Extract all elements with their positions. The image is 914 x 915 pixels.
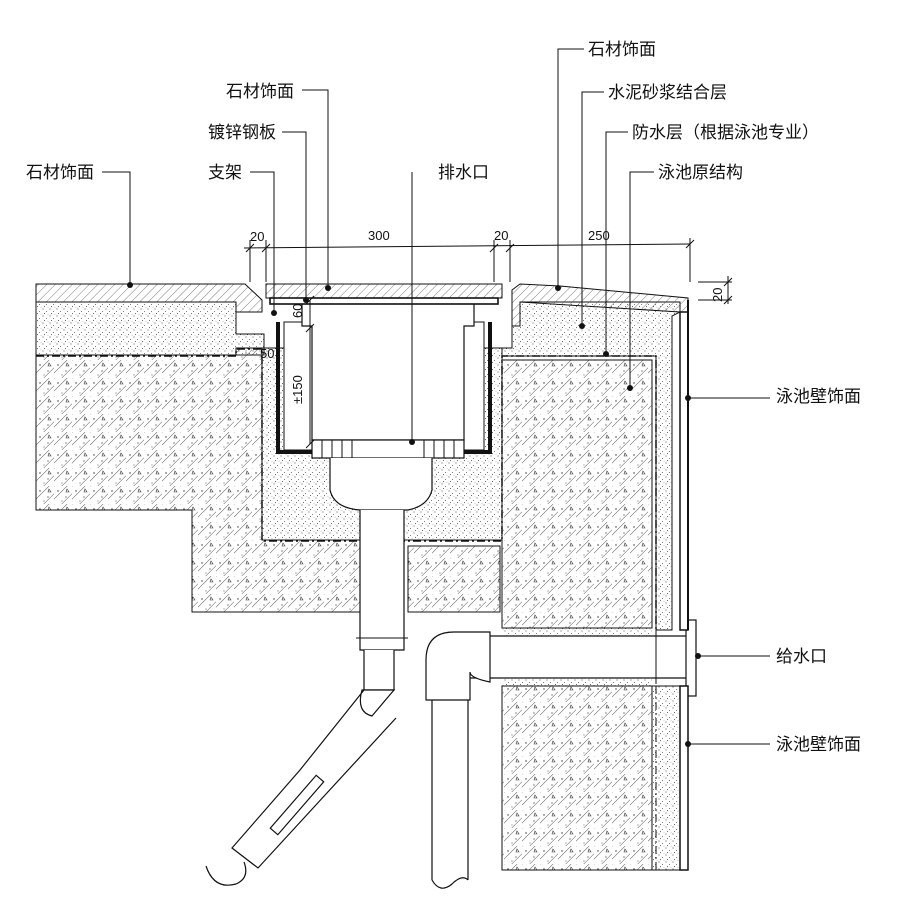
dim-250: 250 <box>588 228 610 243</box>
supply-pipe-horizontal <box>470 635 691 679</box>
dim-20-left: 20 <box>250 229 264 244</box>
label-pool-wall-finish-lower: 泳池壁饰面 <box>776 735 861 755</box>
leader-lines <box>102 48 770 745</box>
dim-20-vertical: 20 <box>710 288 725 302</box>
galvanized-strip <box>269 297 499 305</box>
pipe-break-right <box>431 877 469 889</box>
pipe-break-left <box>205 861 247 886</box>
label-waterproof-layer: 防水层（根据泳池专业） <box>632 123 819 143</box>
drain-bowl <box>329 458 433 511</box>
drain-pipe-elbow <box>363 650 395 691</box>
dim-20-right: 20 <box>494 228 508 243</box>
label-pool-wall-finish-upper: 泳池壁饰面 <box>776 387 861 407</box>
label-pool-original-structure: 泳池原结构 <box>658 163 743 183</box>
supply-pipe-elbow <box>425 631 491 701</box>
drain-pipe-vertical <box>359 510 405 651</box>
dim-50: 50 <box>260 346 274 361</box>
drain-grate <box>311 439 465 459</box>
label-stone-finish-left: 石材饰面 <box>26 163 94 183</box>
label-drain-outlet: 排水口 <box>438 163 489 183</box>
label-water-supply-inlet: 给水口 <box>776 647 827 667</box>
leader-dots <box>127 282 701 747</box>
pipe-flange <box>269 774 325 836</box>
label-stone-finish-right: 石材饰面 <box>588 40 656 60</box>
pool-wall-finish-lower <box>679 685 689 871</box>
middle-structure-concrete <box>407 545 501 613</box>
right-structure-upper <box>501 359 653 629</box>
pool-wall-finish <box>679 311 689 631</box>
label-bracket: 支架 <box>208 163 242 183</box>
label-galvanized-steel-plate: 镀锌钢板 <box>208 123 276 143</box>
left-mortar-bed <box>35 301 265 356</box>
supply-inlet-cap <box>685 619 697 697</box>
right-mortar-mid-lower <box>502 678 652 686</box>
drain-body <box>301 301 475 441</box>
drain-grate-slots <box>321 440 455 458</box>
label-cement-mortar-bond-layer: 水泥砂浆结合层 <box>608 83 727 103</box>
label-stone-finish-top: 石材饰面 <box>226 82 294 102</box>
dim-60: 60 <box>290 304 305 318</box>
dimension-lines <box>243 238 733 449</box>
right-mortar-mid-upper <box>502 628 652 636</box>
dim-300: 300 <box>368 228 390 243</box>
dim-150: ±150 <box>290 375 305 404</box>
right-structure-lower <box>501 685 653 871</box>
top-stone-lip <box>265 283 503 299</box>
supply-pipe-vertical <box>431 700 469 880</box>
left-stone-finish <box>35 283 263 313</box>
